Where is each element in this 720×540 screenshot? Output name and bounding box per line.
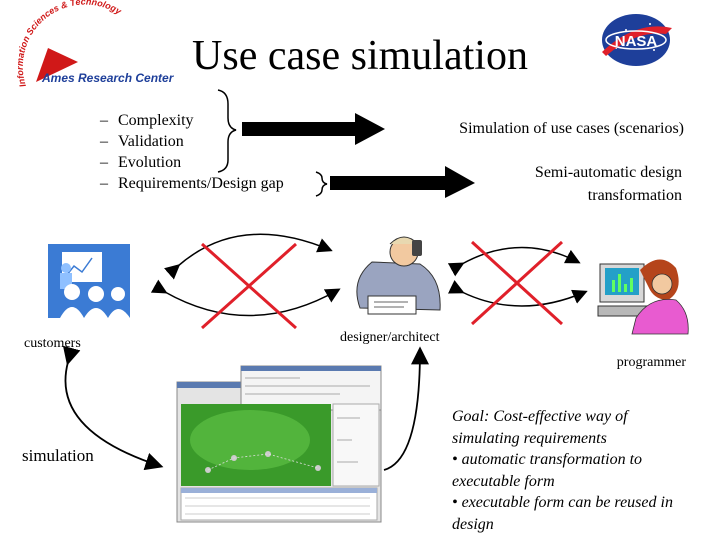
bullet-item: –Validation [100,133,184,150]
label-programmer: programmer [616,355,686,370]
goal-line: simulating requirements [452,429,607,447]
goal-line: design [452,515,494,533]
nasa-logo: NASA [596,10,676,70]
curved-arrow-left-2 [150,279,341,317]
designer-illustration [356,236,441,315]
programmer-illustration [597,259,689,335]
curved-arrow-right-1 [447,246,581,277]
arrow-customers-simulation [62,345,164,471]
semi-automatic-text-line1: Semi-automatic design [534,164,682,181]
goal-line: • executable form can be reused in [452,494,673,511]
ames-logo: Information Sciences & Technology Ames R… [8,0,175,88]
red-cross-right [470,240,564,326]
slide-title: Use case simulation [192,33,528,79]
curved-arrow-right-2 [447,280,588,307]
goal-line: Goal: Cost-effective way of [452,408,628,425]
goal-text: Goal: Cost-effective way of simulating r… [452,406,714,535]
brace-top [217,89,237,173]
label-simulation: simulation [22,446,94,465]
thick-arrow-bottom [330,166,475,198]
thick-arrow-top [242,113,385,145]
simulation-of-use-cases-text: Simulation of use cases (scenarios) [459,120,684,137]
bullet-item: –Requirements/Design gap [100,175,284,192]
label-customers: customers [24,336,81,351]
bullet-item: –Complexity [100,112,194,129]
label-designer: designer/architect [340,330,440,345]
customers-illustration [48,244,130,318]
arrow-simulation-designer [383,346,429,471]
bullet-item: –Evolution [100,154,182,171]
goal-line: • automatic transformation to [452,451,643,468]
bullet-list: –Complexity –Validation –Evolution –Requ… [100,110,284,194]
simulation-screenshot [176,365,382,523]
semi-automatic-text-line2: transformation [587,187,682,204]
brace-bottom [315,171,328,197]
nasa-label: NASA [615,33,658,50]
goal-line: executable form [452,472,555,490]
red-cross-left [201,242,297,330]
curved-arrow-left-1 [164,233,333,280]
ames-label: Ames Research Center [41,71,175,85]
